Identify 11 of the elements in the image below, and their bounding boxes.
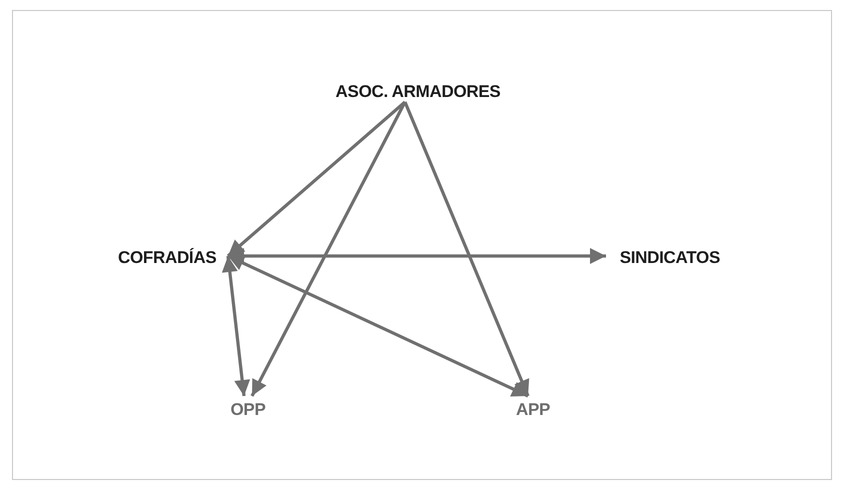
arrow — [222, 256, 250, 396]
arrow — [404, 101, 530, 397]
node-label: OPP — [226, 396, 270, 420]
node-label: APP — [510, 396, 556, 420]
arrow — [227, 254, 529, 398]
node-label: COFRADÍAS — [118, 244, 228, 268]
arrow — [228, 248, 606, 264]
node-label: SINDICATOS — [606, 244, 720, 268]
arrow — [250, 101, 406, 397]
arrow — [226, 100, 406, 258]
node-label: ASOC. ARMADORES — [320, 78, 516, 102]
